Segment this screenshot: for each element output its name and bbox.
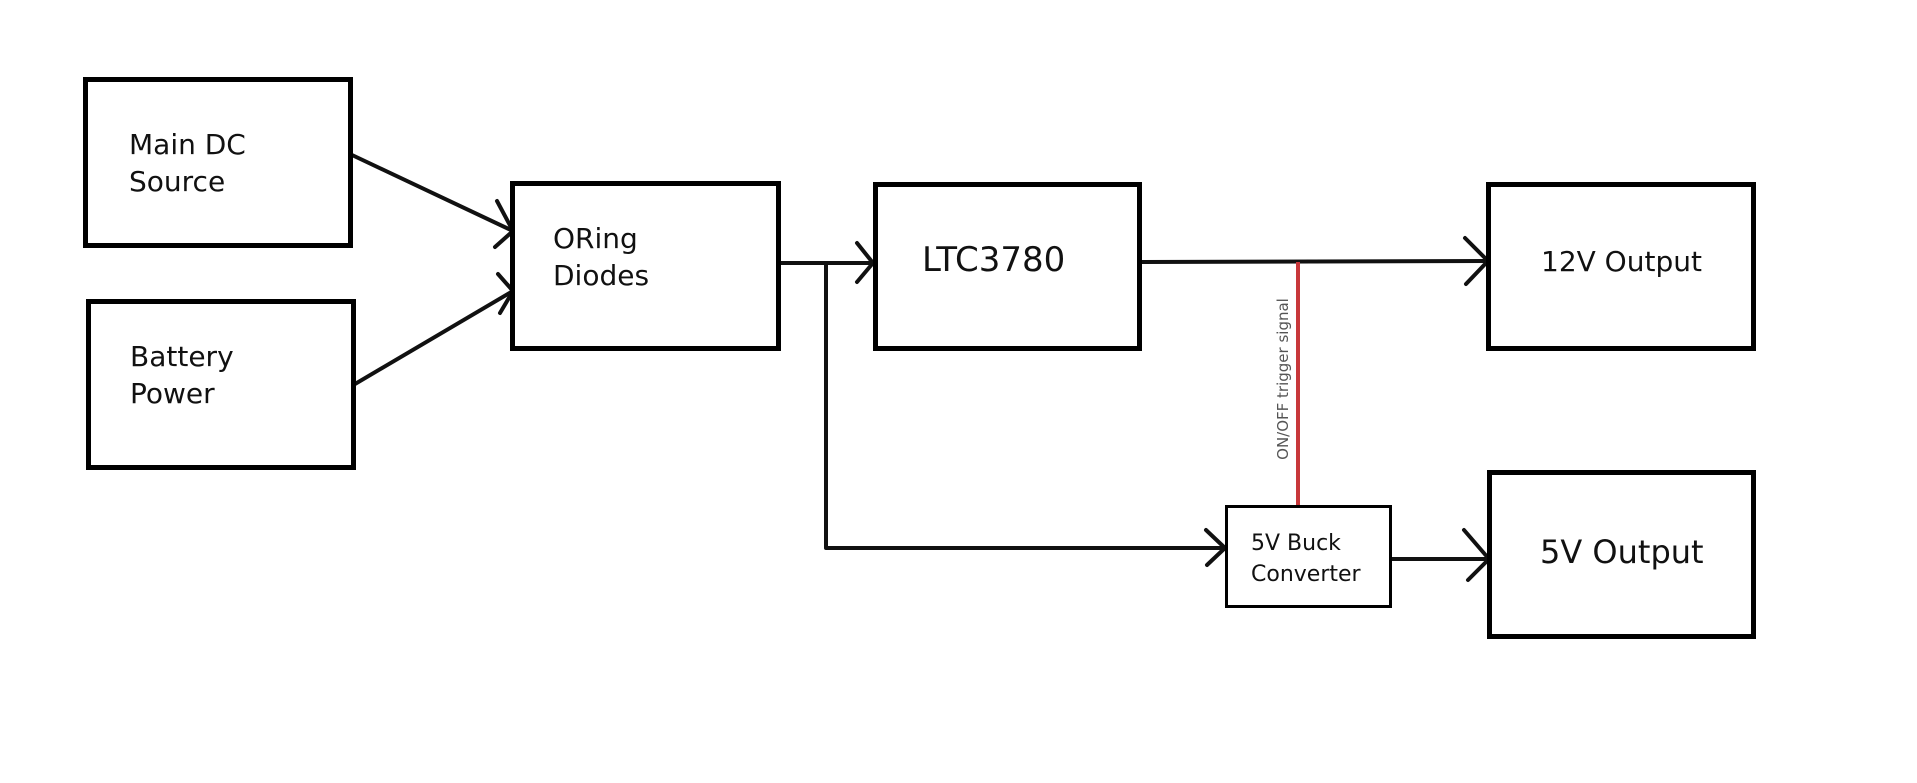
label-5v-output: 5V Output — [1540, 533, 1704, 571]
block-12v-output — [1486, 182, 1756, 351]
label-5v-buck-converter: 5V Buck Converter — [1251, 531, 1361, 587]
block-5v-output — [1487, 470, 1756, 639]
arrow-main-dc-to-oring — [350, 153, 515, 233]
label-12v-output: 12V Output — [1541, 245, 1702, 278]
label-oring-diodes: ORing Diodes — [553, 222, 650, 292]
block-5v-buck-converter — [1225, 505, 1392, 608]
label-ltc3780: LTC3780 — [922, 240, 1066, 280]
arrow-battery-to-oring — [353, 289, 515, 386]
arrowhead-buck-to-5v — [1462, 528, 1491, 582]
block-ltc3780 — [873, 182, 1142, 351]
label-main-dc-source: Main DC Source — [129, 128, 246, 198]
label-battery-power: Battery Power — [130, 340, 234, 410]
signal-label: ON/OFF trigger signal — [1274, 298, 1292, 460]
block-main-dc-source — [83, 77, 353, 248]
arrow-oring-to-buck — [824, 261, 1227, 550]
block-oring-diodes — [510, 181, 781, 351]
block-battery-power — [86, 299, 356, 470]
arrow-ltc-to-12v — [1139, 259, 1490, 264]
